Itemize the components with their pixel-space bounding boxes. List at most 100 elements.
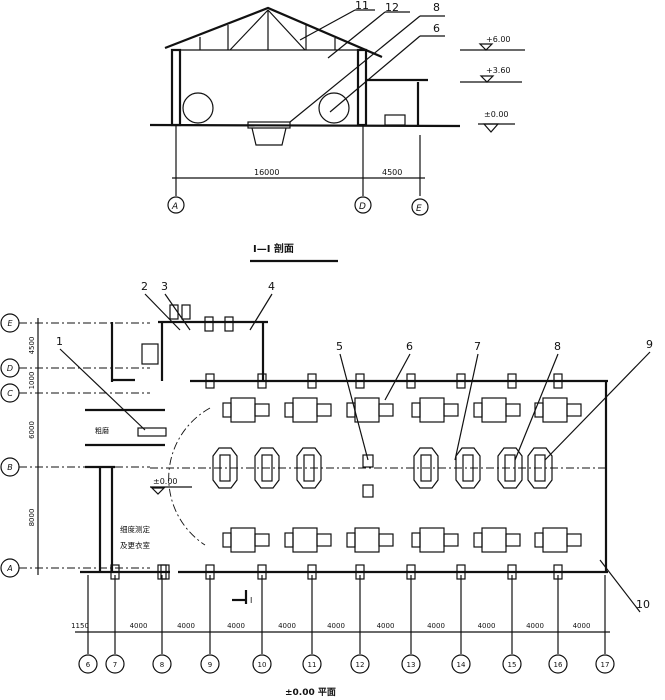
mill-motor bbox=[346, 532, 356, 548]
column-axis-label: 15 bbox=[508, 661, 517, 669]
callout-leaders bbox=[289, 9, 445, 123]
mixer bbox=[362, 484, 374, 498]
mill-drive bbox=[505, 403, 521, 417]
mill-motor bbox=[222, 402, 232, 418]
dim-16000: 16000 bbox=[254, 168, 279, 177]
column-dimension: 4000 bbox=[377, 622, 395, 630]
ball-mill-top-row bbox=[354, 397, 380, 423]
callout-2: 2 bbox=[141, 280, 148, 293]
pump bbox=[181, 304, 191, 320]
ball-mill-top-row bbox=[419, 397, 445, 423]
feeder-1 bbox=[137, 427, 167, 437]
room-label-line-2: 及更衣室 bbox=[120, 540, 150, 550]
classifier bbox=[212, 447, 238, 489]
column-axis-bubble bbox=[401, 654, 421, 674]
callout-leader bbox=[59, 348, 146, 431]
section-cut-mark bbox=[232, 590, 248, 604]
mill-motor bbox=[473, 402, 483, 418]
mill-drive bbox=[316, 403, 332, 417]
section-title: I—I 剖面 bbox=[253, 242, 294, 255]
axis-A: A bbox=[171, 202, 178, 212]
axis-E: E bbox=[416, 204, 422, 214]
column-axis-bubble bbox=[152, 654, 172, 674]
plan-callout-leaders bbox=[59, 293, 651, 613]
callout-9: 9 bbox=[646, 338, 653, 351]
wall-column bbox=[205, 373, 215, 389]
row-dimension: 6000 bbox=[28, 421, 36, 439]
ball-mill-bottom-row bbox=[481, 527, 507, 553]
row-dimension: 1000 bbox=[28, 372, 36, 390]
pump bbox=[204, 316, 214, 332]
wall-column bbox=[257, 373, 267, 389]
column-axis-label: 6 bbox=[86, 661, 91, 669]
elevation-6: +6.00 bbox=[486, 35, 511, 44]
column-axis-bubble bbox=[105, 654, 125, 674]
mill-motor bbox=[411, 402, 421, 418]
callout-5: 5 bbox=[336, 340, 343, 353]
callout-leader bbox=[599, 559, 641, 613]
column-dimension: 4000 bbox=[478, 622, 496, 630]
wall-column bbox=[507, 373, 517, 389]
classifier bbox=[497, 447, 523, 489]
callout-7: 7 bbox=[474, 340, 481, 353]
callout-6: 6 bbox=[433, 22, 440, 35]
column-axis-label: 11 bbox=[308, 661, 317, 669]
row-dimension: 4500 bbox=[28, 337, 36, 355]
mill-motor bbox=[411, 532, 421, 548]
mill-motor bbox=[222, 532, 232, 548]
mill-motor bbox=[284, 402, 294, 418]
column-axis-label: 14 bbox=[457, 661, 466, 669]
roof-truss bbox=[180, 9, 365, 51]
wall-column bbox=[406, 373, 416, 389]
callout-10: 10 bbox=[636, 598, 650, 611]
callout-leader bbox=[384, 353, 411, 401]
ball-mill-top-row bbox=[292, 397, 318, 423]
mill-motor bbox=[284, 532, 294, 548]
ball-mill-bottom-row bbox=[354, 527, 380, 553]
column-dimension: 1150 bbox=[71, 622, 89, 630]
row-axis-label: C bbox=[7, 389, 13, 398]
callout-leader bbox=[339, 353, 369, 461]
column-axis-bubble bbox=[451, 654, 471, 674]
column-dimension: 4000 bbox=[526, 622, 544, 630]
section-dimension bbox=[167, 125, 429, 216]
ball-mill-top-row bbox=[542, 397, 568, 423]
elevation-3-6: +3.60 bbox=[486, 66, 511, 75]
column-axis-label: 9 bbox=[208, 661, 212, 669]
column-axis-label: 13 bbox=[407, 661, 416, 669]
ball-mill-top-row bbox=[481, 397, 507, 423]
ball-mill-bottom-row bbox=[230, 527, 256, 553]
row-axis-label: A bbox=[6, 564, 12, 573]
mill-drive bbox=[566, 533, 582, 547]
callout-6: 6 bbox=[406, 340, 413, 353]
row-axis-label: E bbox=[7, 319, 13, 328]
wall-column bbox=[456, 373, 466, 389]
office-desk bbox=[141, 343, 159, 365]
callout-12: 12 bbox=[385, 1, 399, 14]
floor-level-marker bbox=[150, 487, 166, 495]
ball-mill-bottom-row bbox=[542, 527, 568, 553]
ball-mill-bottom-row bbox=[292, 527, 318, 553]
machine-rows bbox=[150, 304, 605, 553]
column-axis-bubble bbox=[78, 654, 98, 674]
column-axis-bubble bbox=[595, 654, 615, 674]
column-dimension: 4000 bbox=[573, 622, 591, 630]
callout-4: 4 bbox=[268, 280, 275, 293]
column-axis-bubble bbox=[252, 654, 272, 674]
row-dimension: 8000 bbox=[28, 509, 36, 527]
mill-motor bbox=[473, 532, 483, 548]
ball-mill-bottom-row bbox=[419, 527, 445, 553]
classifier-core bbox=[420, 454, 432, 482]
row-axis-label: D bbox=[7, 364, 13, 373]
classifier bbox=[527, 447, 553, 489]
callout-3: 3 bbox=[161, 280, 168, 293]
column-dimension: 4000 bbox=[130, 622, 148, 630]
mill-drive bbox=[254, 403, 270, 417]
column-axis-label: 7 bbox=[113, 661, 117, 669]
mill-drive bbox=[443, 403, 459, 417]
row-axis-label: B bbox=[7, 463, 13, 472]
